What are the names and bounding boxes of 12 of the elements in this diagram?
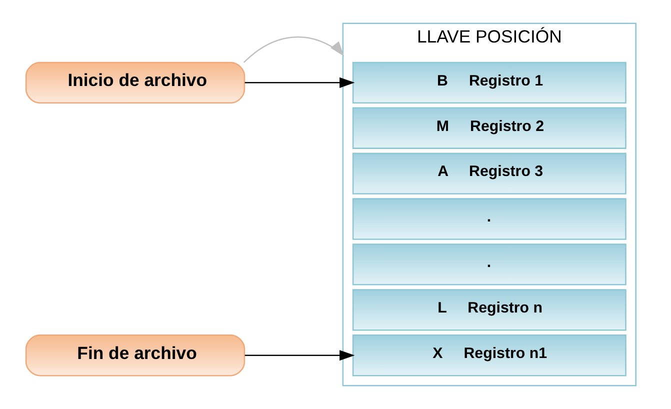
node-box: X Registro n1 [352,334,626,376]
node-box: M Registro 2 [352,107,626,149]
node-box: L Registro n [352,289,626,331]
node-box: A Registro 3 [352,152,626,194]
node-box: Inicio de archivo [24,62,245,104]
node-box: Fin de archivo [24,334,245,376]
node-box: . [352,244,626,286]
arrow [242,36,344,63]
node-box: B Registro 1 [352,62,626,104]
arrow [244,77,354,88]
node-box: . [352,198,626,240]
arrow [244,350,354,361]
